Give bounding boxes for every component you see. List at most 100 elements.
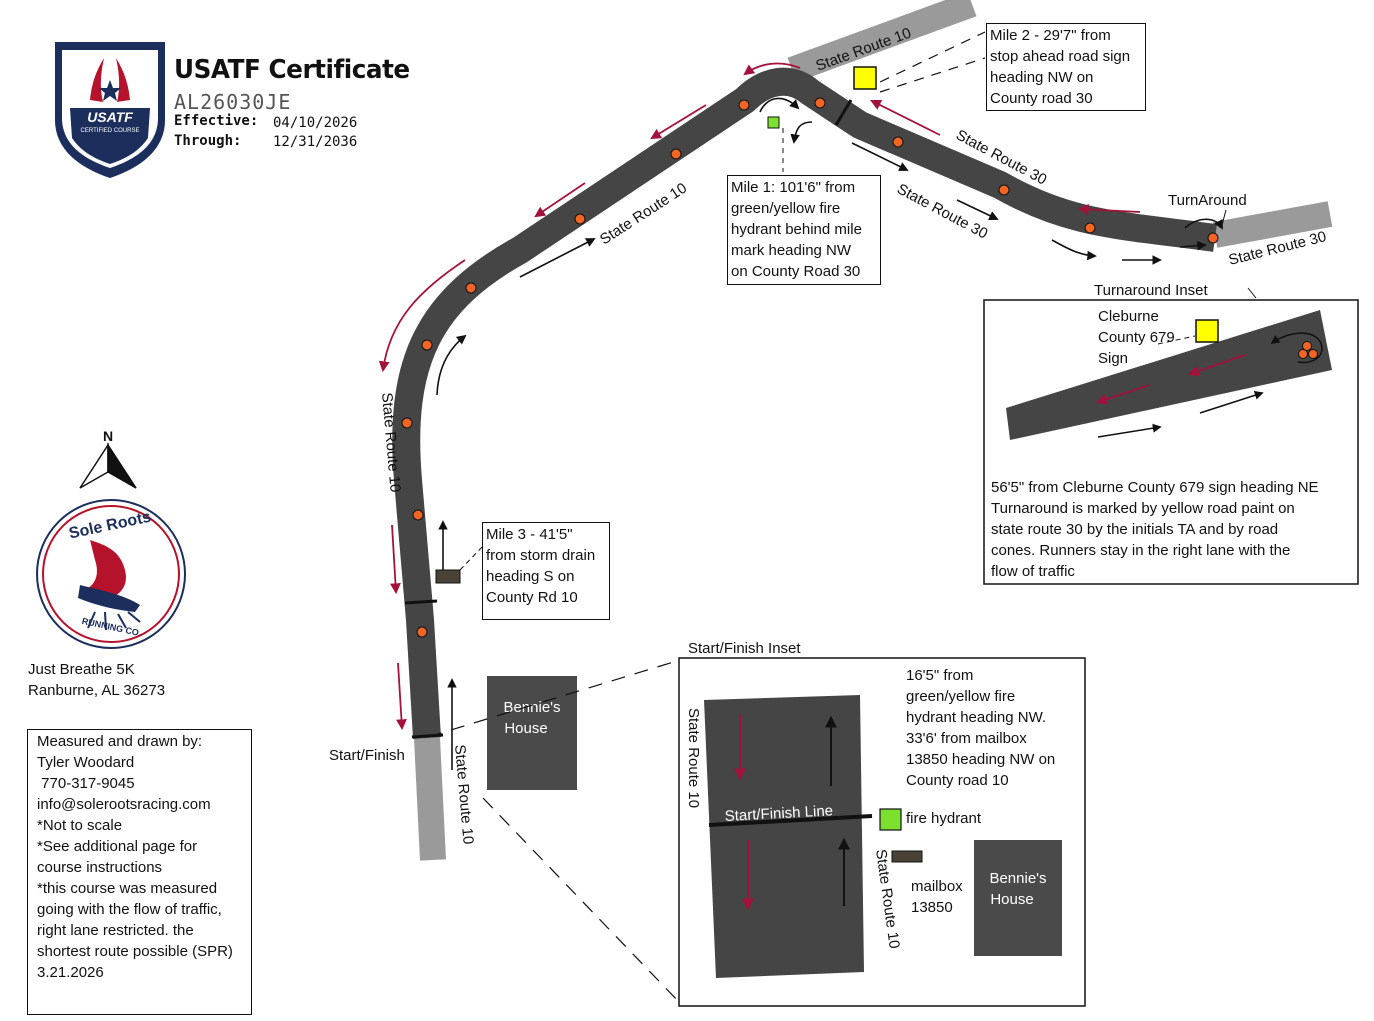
turnaround-desc-line: Turnaround is marked by yellow road pain… <box>991 500 1295 517</box>
through-label: Through: <box>174 133 242 149</box>
measured-line: Measured and drawn by: <box>37 733 203 750</box>
start-finish-inset: State Route 10 State Route 10 Start/Fini… <box>678 657 1086 1007</box>
mile-1-hydrant-marker <box>767 116 780 129</box>
turnaround-label: TurnAround <box>1168 192 1247 209</box>
measured-line: info@solerootsracing.com <box>37 796 211 813</box>
effective-label: Effective: <box>174 113 259 129</box>
course-road <box>392 67 1217 739</box>
mile-2-line: heading NW on <box>990 69 1094 86</box>
measured-line: *this course was measured <box>37 880 218 897</box>
compass-n-label: N <box>103 428 113 444</box>
mile-1-line: mark heading NW <box>731 242 852 259</box>
start-line <box>411 733 444 739</box>
mile-2-line: Mile 2 - 29'7" from <box>990 27 1111 44</box>
through-date: 12/31/2036 <box>273 134 358 150</box>
start-inset-line-label: Start/Finish Line <box>724 802 833 825</box>
start-inset-house-label-1: Bennie's <box>989 870 1046 887</box>
measured-line: right lane restricted. the <box>37 922 194 939</box>
mile-3-line <box>404 599 438 605</box>
effective-date: 04/10/2026 <box>273 115 358 131</box>
mile-3-line: County Rd 10 <box>486 589 578 606</box>
measured-line: going with the flow of traffic, <box>37 901 222 918</box>
turnaround-desc-line: 56'5" from Cleburne County 679 sign head… <box>991 479 1319 496</box>
start-desc-line: green/yellow fire <box>906 688 1016 705</box>
mailbox-label-line: 13850 <box>911 899 953 916</box>
turnaround-inset-title: Turnaround Inset <box>1094 282 1208 299</box>
fire-hydrant-label: fire hydrant <box>906 810 982 827</box>
start-inset-bennies-house <box>974 840 1062 956</box>
measured-by-box: Measured and drawn by: Tyler Woodard 770… <box>27 729 252 1015</box>
start-inset-title: Start/Finish Inset <box>688 640 801 657</box>
mile-1-line: hydrant behind mile <box>731 221 862 238</box>
mile-2-line: County road 30 <box>990 90 1093 107</box>
cones <box>401 97 1219 638</box>
mile-3-box: Mile 3 - 41'5" from storm drain heading … <box>482 522 610 620</box>
turnaround-desc-line: cones. Runners stay in the right lane wi… <box>991 542 1291 559</box>
mile1-turn-arrow <box>790 121 813 144</box>
measured-line: Tyler Woodard <box>37 754 135 771</box>
mile-1-line: Mile 1: 101'6" from <box>731 179 856 196</box>
mile-3-line: heading S on <box>486 568 575 585</box>
mile-3-storm-drain <box>435 569 461 584</box>
turnaround-pointer <box>1221 209 1227 226</box>
bennies-house-label-2: House <box>504 720 547 737</box>
mailbox-label-line: mailbox <box>911 878 963 895</box>
mile-3-line: from storm drain <box>486 547 596 564</box>
mile-2-box: Mile 2 - 29'7" from stop ahead road sign… <box>986 23 1146 111</box>
start-desc-line: 16'5" from <box>906 667 974 684</box>
start-inset-road <box>704 695 864 978</box>
cleburne-sign-label: Cleburne County 679 Sign <box>1098 306 1175 369</box>
event-name: Just Breathe 5K <box>28 661 135 678</box>
sign-label-line: Sign <box>1098 350 1129 367</box>
road-extension-sr30-east <box>1212 201 1333 248</box>
turnaround-desc-line: flow of traffic <box>991 563 1075 580</box>
turnaround-inset-road <box>1006 310 1332 440</box>
turnaround-inset-description: 56'5" from Cleburne County 679 sign head… <box>991 477 1319 582</box>
bennies-house <box>487 676 577 790</box>
measured-line: course instructions <box>37 859 163 876</box>
measured-line: *Not to scale <box>37 817 123 834</box>
compass-north-arrow: N <box>79 428 137 489</box>
measured-line: 3.21.2026 <box>37 964 104 981</box>
event-location: Ranburne, AL 36273 <box>28 682 166 699</box>
direction-arrows-inbound <box>378 62 1141 731</box>
start-desc-line: County road 10 <box>906 772 1009 789</box>
usatf-logo-sub: CERTIFIED COURSE <box>81 128 140 134</box>
sign-label-line: Cleburne <box>1098 308 1159 325</box>
start-inset-leader-bottom <box>482 797 681 1004</box>
start-inset-description: 16'5" from green/yellow fire hydrant hea… <box>906 665 1055 791</box>
mile-2-pointer <box>879 31 986 83</box>
mile-2-pointer-2 <box>879 57 986 93</box>
certificate-title: USATF Certificate <box>174 55 410 85</box>
start-inset-mailbox <box>891 850 923 863</box>
direction-arrows-outbound <box>436 97 1207 770</box>
sr10-bottom-label: State Route 10 <box>451 744 477 845</box>
start-inset-house-label-2: House <box>990 891 1033 908</box>
start-desc-line: 13850 heading NW on <box>906 751 1056 768</box>
turnaround-inset <box>983 287 1359 585</box>
mile-3-pointer <box>459 544 485 571</box>
start-inset-road-label: State Route 10 <box>685 708 702 808</box>
usatf-logo: USATF CERTIFIED COURSE <box>55 42 165 178</box>
mile-1-line: on County Road 30 <box>731 263 861 280</box>
usatf-logo-brand: USATF <box>87 109 133 125</box>
road-extension-sr10-south <box>414 737 446 861</box>
mile-2-stop-ahead-sign <box>853 66 877 90</box>
start-inset-finish-line <box>708 814 873 827</box>
measured-line: *See additional page for <box>37 838 198 855</box>
certificate-code: AL26030JE <box>174 90 292 114</box>
start-inset-leader-top <box>427 659 681 738</box>
turnaround-desc-line: state route 30 by the initials TA and by… <box>991 521 1279 538</box>
mile-2-line: stop ahead road sign <box>990 48 1131 65</box>
mile-1-line: green/yellow fire <box>731 200 841 217</box>
mailbox-label: mailbox 13850 <box>911 876 963 918</box>
start-desc-line: hydrant heading NW. <box>906 709 1047 726</box>
road-extension-sr10-north <box>787 0 977 83</box>
mile-2-line <box>834 99 853 126</box>
mile-1-box: Mile 1: 101'6" from green/yellow fire hy… <box>727 175 881 285</box>
cleburne-679-sign <box>1195 319 1219 343</box>
bennies-house-label-1: Bennie's <box>503 699 560 716</box>
mile-3-line: Mile 3 - 41'5" <box>486 526 573 543</box>
start-inset-fire-hydrant <box>879 808 902 831</box>
